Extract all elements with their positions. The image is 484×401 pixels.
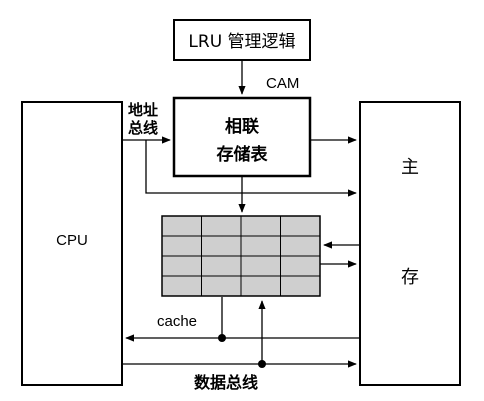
- cache-cell-r1-c3: [240, 215, 281, 237]
- cache-array-border: [161, 215, 321, 297]
- main-memory-label-line1: 主: [401, 157, 419, 178]
- cam-label: CAM: [266, 75, 299, 92]
- main-memory-label-line2: 存: [401, 267, 419, 288]
- cache-label: cache: [157, 313, 197, 330]
- address-bus-label-line2: 总线: [128, 119, 158, 137]
- cache-cell-r3-c3: [240, 255, 281, 277]
- lower-bus-junction-dot: [258, 360, 266, 368]
- cache-cell-r1-c4: [280, 215, 321, 237]
- cache-cell-r2-c3: [240, 235, 281, 257]
- cpu-box: CPU: [21, 101, 123, 386]
- cache-cell-r2-c1: [161, 235, 202, 257]
- cache-cell-r4-c2: [201, 275, 242, 297]
- main-memory-box: 主 存: [359, 101, 461, 386]
- cache-cell-r3-c2: [201, 255, 242, 277]
- lru-logic-box: LRU 管理逻辑: [173, 19, 311, 61]
- lru-logic-label: LRU 管理逻辑: [188, 32, 295, 52]
- cpu-label: CPU: [56, 232, 88, 249]
- cache-cell-r1-c2: [201, 215, 242, 237]
- data-bus-label: 数据总线: [194, 373, 258, 392]
- address-bus-label-line1: 地址: [128, 101, 158, 119]
- cache-cell-r3-c4: [280, 255, 321, 277]
- cache-cell-r1-c1: [161, 215, 202, 237]
- cache-cell-r4-c1: [161, 275, 202, 297]
- cache-cell-r3-c1: [161, 255, 202, 277]
- cache-cell-r2-c4: [280, 235, 321, 257]
- associative-table-box: 相联 存储表: [172, 96, 312, 178]
- cache-cell-r4-c3: [240, 275, 281, 297]
- address-bus-to-memory-arrow: [145, 140, 357, 197]
- cache-array: [161, 215, 321, 297]
- cache-cell-r4-c4: [280, 275, 321, 297]
- cache-cell-r2-c2: [201, 235, 242, 257]
- associative-table-label-line1: 相联: [225, 116, 259, 137]
- upper-bus-junction-dot: [218, 334, 226, 342]
- associative-table-label-line2: 存储表: [217, 144, 269, 165]
